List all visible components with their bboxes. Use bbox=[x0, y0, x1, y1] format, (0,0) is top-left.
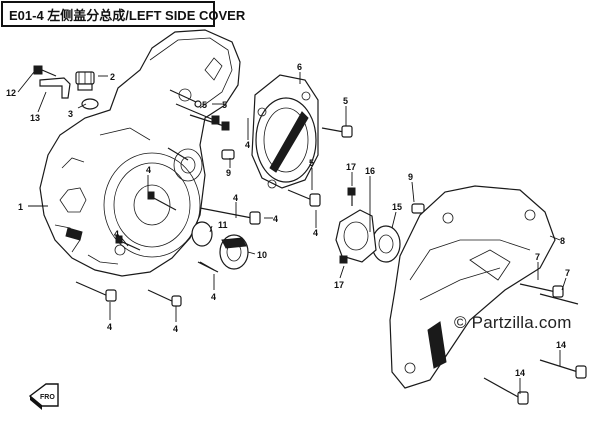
sprocket-cover-8 bbox=[389, 185, 556, 389]
left-crankcase-cover bbox=[39, 29, 241, 277]
callout-3: 3 bbox=[68, 109, 73, 119]
bearing-15 bbox=[371, 225, 401, 263]
o-ring-11 bbox=[191, 221, 213, 247]
callout-12: 12 bbox=[6, 88, 16, 98]
clutch-cover-6 bbox=[251, 74, 319, 189]
callout-5c: 5 bbox=[343, 96, 348, 106]
callout-14b: 14 bbox=[515, 368, 525, 378]
cover-bolts bbox=[115, 89, 261, 271]
callout-9b: 9 bbox=[408, 172, 413, 182]
callout-4c: 4 bbox=[233, 193, 238, 203]
callout-5a: 5 bbox=[202, 100, 207, 110]
callout-2: 2 bbox=[110, 72, 115, 82]
callout-4b: 4 bbox=[114, 229, 119, 239]
callout-5b: 5 bbox=[222, 100, 227, 110]
partzilla-watermark: © Partzilla.com bbox=[454, 313, 572, 332]
callout-7b: 7 bbox=[565, 268, 570, 278]
long-bolts-4 bbox=[75, 281, 182, 307]
callout-4i: 4 bbox=[245, 140, 250, 150]
o-ring-3 bbox=[81, 98, 99, 110]
callout-8: 8 bbox=[560, 236, 565, 246]
bolts-5 bbox=[287, 125, 353, 207]
oil-seal-10 bbox=[219, 234, 249, 270]
callout-4d: 4 bbox=[273, 214, 278, 224]
dowel-9a bbox=[221, 149, 235, 160]
callout-4a: 4 bbox=[146, 165, 151, 175]
bracket-13 bbox=[39, 77, 71, 99]
leader-lines bbox=[17, 71, 567, 394]
callout-10: 10 bbox=[257, 250, 267, 260]
callout-13: 13 bbox=[30, 113, 40, 123]
bolt-12 bbox=[33, 65, 57, 77]
bolts-7 bbox=[519, 283, 579, 305]
callout-15: 15 bbox=[392, 202, 402, 212]
callout-labels: 1 2 3 4 4 4 4 4 4 4 4 4 5 5 5 5 6 7 7 8 … bbox=[6, 62, 570, 378]
bolts-17 bbox=[339, 187, 356, 264]
callout-7a: 7 bbox=[535, 252, 540, 262]
front-direction-text: FRO bbox=[40, 394, 55, 401]
diagram-title: E01-4 左侧盖分总成/LEFT SIDE COVER bbox=[1, 1, 245, 27]
gasket-16 bbox=[335, 209, 377, 263]
callout-11: 11 bbox=[218, 220, 228, 230]
callout-4e: 4 bbox=[313, 228, 318, 238]
callout-9a: 9 bbox=[226, 168, 231, 178]
callout-4f: 4 bbox=[107, 322, 112, 332]
callout-17b: 17 bbox=[334, 280, 344, 290]
callout-4g: 4 bbox=[173, 324, 178, 334]
front-direction-badge: FRO bbox=[28, 383, 59, 410]
callout-14a: 14 bbox=[556, 340, 566, 350]
callout-16: 16 bbox=[365, 166, 375, 176]
callout-4h: 4 bbox=[211, 292, 216, 302]
callout-1: 1 bbox=[18, 202, 23, 212]
bolts-14 bbox=[483, 359, 587, 405]
oil-plug-2 bbox=[75, 71, 95, 91]
callout-5d: 5 bbox=[309, 158, 314, 168]
callout-17a: 17 bbox=[346, 162, 356, 172]
bolt-4-lower bbox=[197, 261, 219, 273]
callout-6: 6 bbox=[297, 62, 302, 72]
dowel-9b bbox=[411, 203, 425, 214]
